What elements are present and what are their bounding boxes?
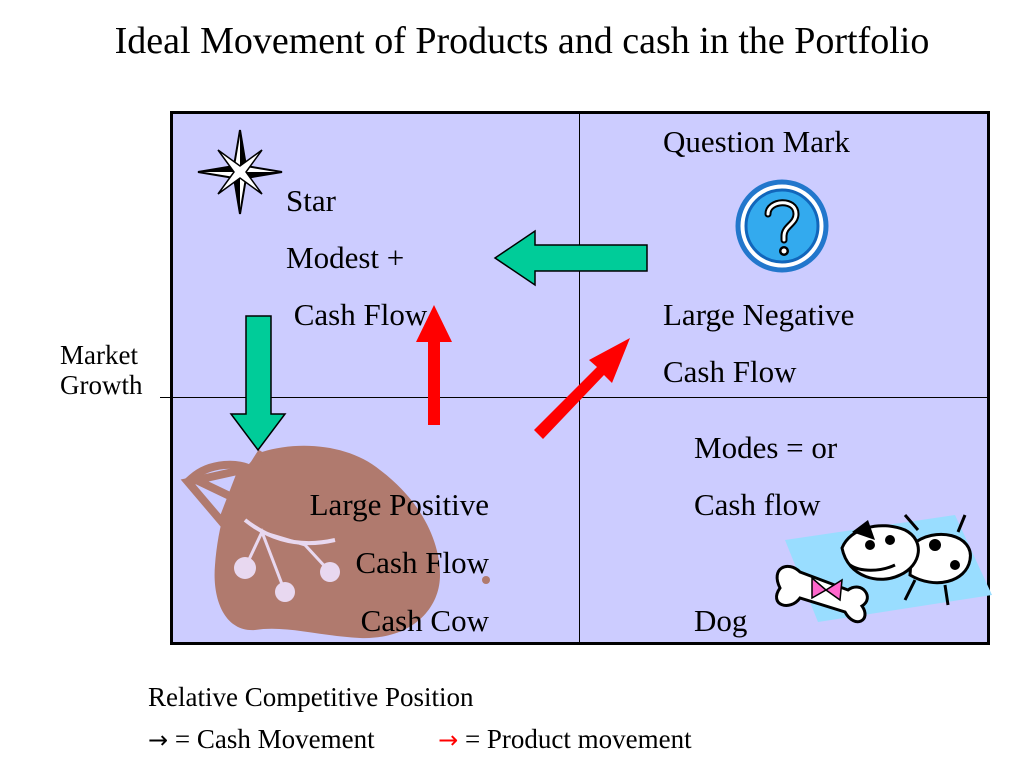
diagram-title: Ideal Movement of Products and cash in t… (114, 20, 930, 62)
legend: → = Cash Movement → = Product movement (148, 724, 692, 755)
matrix-vertical-divider (579, 111, 580, 645)
question-mark-badge-icon (735, 179, 829, 273)
star-cash-line-2: Cash Flow (286, 297, 428, 332)
dog-cash-line-2: Cash flow (694, 487, 821, 522)
question-mark-cash-line-1: Large Negative (663, 297, 855, 332)
star-cash-line-1: Modest + (286, 240, 405, 275)
question-mark-cash-line-2: Cash Flow (663, 354, 797, 389)
legend-cash-movement-label: = Cash Movement (174, 724, 375, 754)
cash-cow-label: Cash Cow (360, 603, 489, 638)
y-axis-label-line-1: Market (60, 340, 138, 370)
product-movement-arrow-icon: → (438, 726, 459, 754)
y-axis-tick (160, 397, 172, 398)
cash-cow-line-1: Large Positive (309, 487, 489, 522)
dog-cash-line-1: Modes = or (694, 430, 838, 465)
star-label: Star (286, 183, 336, 218)
y-axis-label-line-2: Growth (60, 370, 143, 400)
dog-label: Dog (694, 603, 748, 638)
x-axis-label: Relative Competitive Position (148, 682, 474, 712)
legend-product-movement-label: = Product movement (464, 724, 692, 754)
cash-movement-arrow-icon: → (148, 726, 169, 754)
cash-cow-line-2: Cash Flow (355, 545, 490, 580)
y-axis-label: Market Growth (60, 340, 143, 400)
compass-star-icon (197, 129, 283, 215)
question-mark-label: Question Mark (663, 124, 850, 159)
